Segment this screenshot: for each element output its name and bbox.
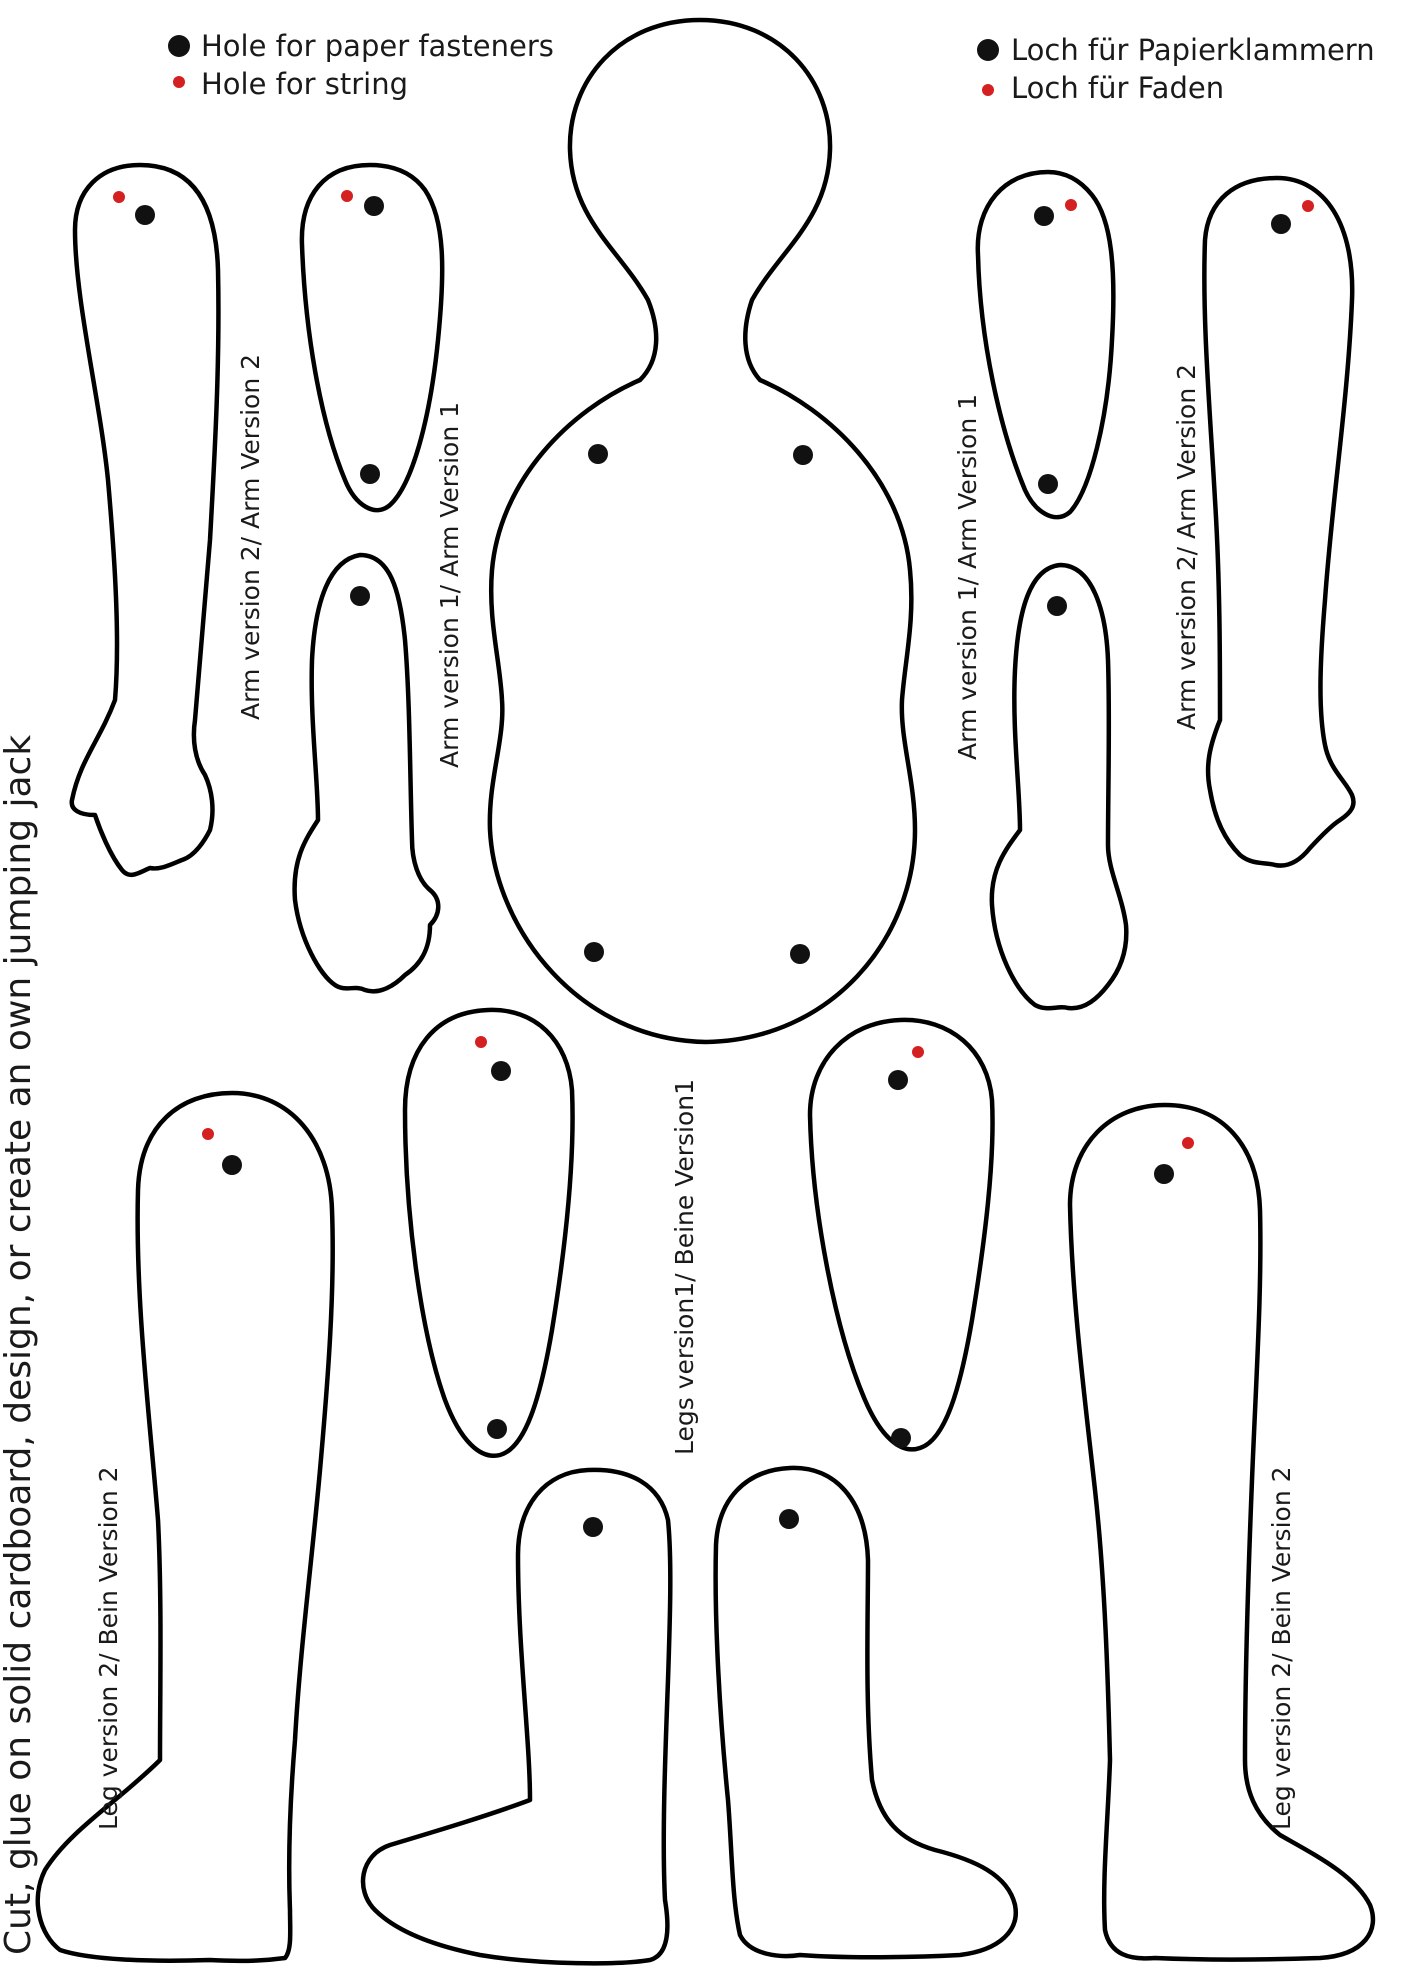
leg-v1-right-shin-outline	[716, 1468, 1016, 1957]
string-hole-legend-marker-de	[982, 84, 994, 96]
arm-v2-left-outline	[72, 165, 219, 875]
arm-v2-right-label: Arm version 2/ Arm Version 2	[1172, 364, 1201, 730]
fastener-hole	[360, 464, 380, 484]
string-hole	[1302, 200, 1314, 212]
leg-v2-right-label: Leg version 2/ Bein Version 2	[1267, 1466, 1296, 1830]
fastener-hole	[222, 1155, 242, 1175]
fastener-hole	[1034, 206, 1054, 226]
fastener-hole-legend-marker-de	[977, 39, 999, 61]
fastener-hole	[364, 196, 384, 216]
string-hole	[1065, 199, 1077, 211]
string-hole	[1182, 1137, 1194, 1149]
leg-v1-left-shin-outline	[363, 1470, 670, 1963]
fastener-hole	[588, 444, 608, 464]
string-hole	[475, 1036, 487, 1048]
leg-v2-right-outline	[1070, 1105, 1373, 1960]
fastener-hole	[350, 586, 370, 606]
arm-v1-left-lower-outline	[295, 555, 439, 991]
fastener-hole	[1047, 596, 1067, 616]
arm-v2-right-outline	[1204, 178, 1353, 866]
arm-v1-left-label: Arm version 1/ Arm Version 1	[435, 402, 464, 768]
legend-fastener-label-de: Loch für Papierklammern	[1011, 33, 1375, 67]
leg-version-1-right-lower-piece	[716, 1468, 1016, 1957]
fastener-hole	[584, 942, 604, 962]
leg-version-1-right-upper-piece	[810, 1020, 993, 1449]
legend-string-label-de: Loch für Faden	[1011, 71, 1224, 105]
fastener-hole	[779, 1509, 799, 1529]
fastener-hole	[583, 1517, 603, 1537]
arm-version-2-right-piece: Arm version 2/ Arm Version 2	[1172, 178, 1354, 866]
arm-version-1-right-lower-piece	[992, 565, 1126, 1008]
string-hole	[202, 1128, 214, 1140]
fastener-hole	[487, 1419, 507, 1439]
leg-version-2-left-piece: Leg version 2/ Bein Version 2	[38, 1093, 333, 1961]
arm-v2-left-label: Arm version 2/ Arm Version 2	[236, 354, 265, 720]
arm-version-2-left-piece: Arm version 2/ Arm Version 2	[72, 165, 265, 875]
leg-v1-left-thigh-outline	[405, 1010, 573, 1456]
fastener-hole	[790, 944, 810, 964]
leg-version-2-right-piece: Leg version 2/ Bein Version 2	[1070, 1105, 1373, 1960]
legend-german: Loch für Papierklammern Loch für Faden	[977, 33, 1375, 105]
fastener-hole	[1154, 1164, 1174, 1184]
leg-v2-left-label: Leg version 2/ Bein Version 2	[94, 1466, 123, 1830]
arm-v1-right-label: Arm version 1/ Arm Version 1	[953, 394, 982, 760]
fastener-hole-legend-marker	[168, 35, 190, 57]
fastener-hole	[891, 1428, 911, 1448]
fastener-hole	[491, 1061, 511, 1081]
fastener-hole	[793, 445, 813, 465]
fastener-hole	[1271, 214, 1291, 234]
arm-version-1-left-upper-piece	[302, 165, 442, 510]
leg-version-1-left-lower-piece	[363, 1470, 670, 1963]
legend-english: Hole for paper fasteners Hole for string	[168, 29, 554, 101]
string-hole	[113, 191, 125, 203]
fastener-hole	[888, 1070, 908, 1090]
leg-v2-left-outline	[38, 1093, 333, 1961]
fastener-hole	[135, 205, 155, 225]
body-piece	[490, 20, 915, 1042]
torso-head-outline	[490, 20, 915, 1042]
string-hole	[912, 1046, 924, 1058]
instruction-title: Cut, glue on solid cardboard, design, or…	[0, 735, 39, 1955]
arm-v1-left-upper-outline	[302, 165, 442, 510]
arm-v1-right-lower-outline	[992, 565, 1126, 1008]
string-hole	[341, 190, 353, 202]
legend-fastener-label-en: Hole for paper fasteners	[201, 29, 554, 63]
legend-string-label-en: Hole for string	[201, 67, 408, 101]
legs-v1-label: Legs version1/ Beine Version1	[670, 1079, 699, 1455]
string-hole-legend-marker	[173, 76, 185, 88]
fastener-hole	[1038, 474, 1058, 494]
leg-version-1-left-upper-piece	[405, 1010, 573, 1456]
